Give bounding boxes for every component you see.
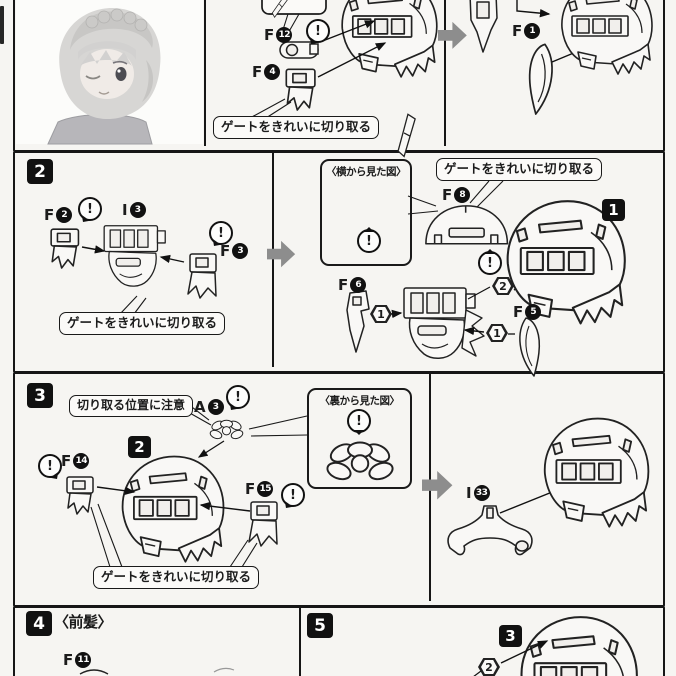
order-marker-1: 1 xyxy=(370,305,392,323)
runner-letter: F xyxy=(61,451,72,470)
note-gate-cut-step1: ゲートをきれいに切り取る xyxy=(213,116,380,140)
step-number-3: 3 xyxy=(27,383,53,408)
order-marker-1: 1 xyxy=(486,324,508,342)
runner-letter: F xyxy=(245,479,256,498)
step-number-2: 2 xyxy=(27,159,53,184)
warning-icon: ! xyxy=(357,227,381,253)
note-gate-cut-step2: ゲートをきれいに切り取る xyxy=(59,312,226,336)
order-marker-2: 2 xyxy=(478,658,500,676)
divider-step1-result xyxy=(444,0,446,146)
part-number-badge: 11 xyxy=(75,652,92,668)
part-number-badge: 3 xyxy=(129,202,146,218)
runner-letter: F xyxy=(44,205,55,224)
note-cut-position: 切り取る位置に注意 xyxy=(69,395,194,418)
runner-letter: F xyxy=(338,275,349,294)
assembly-ref-3: 3 xyxy=(499,625,522,647)
step4-5-art xyxy=(79,616,638,676)
runner-letter: F xyxy=(252,62,263,81)
part-number-badge: 15 xyxy=(257,481,274,497)
order-number: 1 xyxy=(489,326,505,340)
scan-edge-artifact xyxy=(0,6,4,44)
part-number-badge: 8 xyxy=(454,187,471,203)
divider-step4-5 xyxy=(299,608,301,676)
part-number-badge: 12 xyxy=(276,27,293,43)
step1-result-art xyxy=(438,0,653,115)
warning-icon: ! xyxy=(78,197,102,221)
warning-icon: ! xyxy=(281,483,305,507)
part-number-badge: 2 xyxy=(56,207,73,223)
runner-letter: F xyxy=(220,241,231,260)
order-marker-2: 2 xyxy=(492,277,514,295)
assembly-ref-1: 1 xyxy=(602,199,625,221)
step3-art xyxy=(66,403,650,568)
side-view-box: 〈横から見た図〉 xyxy=(320,159,412,266)
part-number-badge: 3 xyxy=(207,399,224,415)
assembly-ref-2: 2 xyxy=(128,436,151,458)
part-number-badge: 4 xyxy=(264,64,281,80)
runner-letter: F xyxy=(442,185,453,204)
divider-step2 xyxy=(272,153,274,367)
order-number: 2 xyxy=(495,279,511,293)
warning-icon: ! xyxy=(226,385,250,409)
runner-letter: A xyxy=(194,397,206,416)
warning-icon: ! xyxy=(209,221,233,245)
step2-assembly-art xyxy=(267,113,626,377)
runner-letter: I xyxy=(122,200,128,219)
warning-icon: ! xyxy=(478,249,502,275)
order-number: 1 xyxy=(373,307,389,321)
part-number-badge: 3 xyxy=(232,243,249,259)
note-gate-cut-step2-right: ゲートをきれいに切り取る xyxy=(436,158,603,182)
part-number-badge: 5 xyxy=(525,304,542,320)
part-number-badge: 33 xyxy=(473,485,490,501)
note-gate-cut-step3: ゲートをきれいに切り取る xyxy=(93,566,260,590)
step2-art xyxy=(50,225,217,315)
photo-figure-head xyxy=(16,0,203,145)
runner-letter: F xyxy=(264,25,275,44)
step-number-5: 5 xyxy=(307,613,333,638)
runner-letter: F xyxy=(63,650,74,669)
order-number: 2 xyxy=(481,660,497,674)
side-view-title: 〈横から見た図〉 xyxy=(326,166,407,178)
step4-subtitle-bangs: 〈前髪〉 xyxy=(54,613,113,631)
runner-letter: F xyxy=(512,21,523,40)
warning-icon: ! xyxy=(306,19,330,43)
divider-step1-photo xyxy=(204,0,206,146)
runner-letter: F xyxy=(513,302,524,321)
step-number-4: 4 xyxy=(26,611,52,636)
step1-parts-art xyxy=(249,0,438,119)
part-number-badge: 1 xyxy=(524,23,541,39)
back-view-title: 〈裏から見た図〉 xyxy=(319,395,401,407)
warning-icon: ! xyxy=(38,454,62,478)
panel-step4-5 xyxy=(13,606,665,676)
warning-icon: ! xyxy=(347,409,371,435)
runner-letter: I xyxy=(466,483,472,502)
part-number-badge: 14 xyxy=(73,453,90,469)
part-number-badge: 6 xyxy=(350,277,367,293)
back-view-box: 〈裏から見た図〉 xyxy=(307,388,412,489)
